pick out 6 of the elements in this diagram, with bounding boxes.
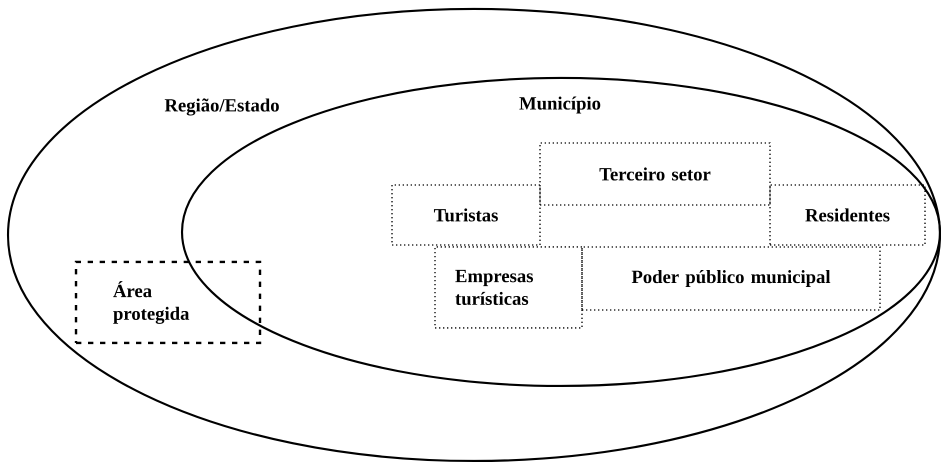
dashed-box: Área protegida — [74, 260, 262, 344]
dotted-box: Residentes — [769, 184, 926, 246]
dotted-box: Empresas turísticas — [434, 246, 583, 329]
dotted-box: Turistas — [391, 184, 541, 246]
dotted-box: Poder público municipal — [581, 246, 881, 311]
dotted-box: Terceiro setor — [539, 142, 771, 206]
